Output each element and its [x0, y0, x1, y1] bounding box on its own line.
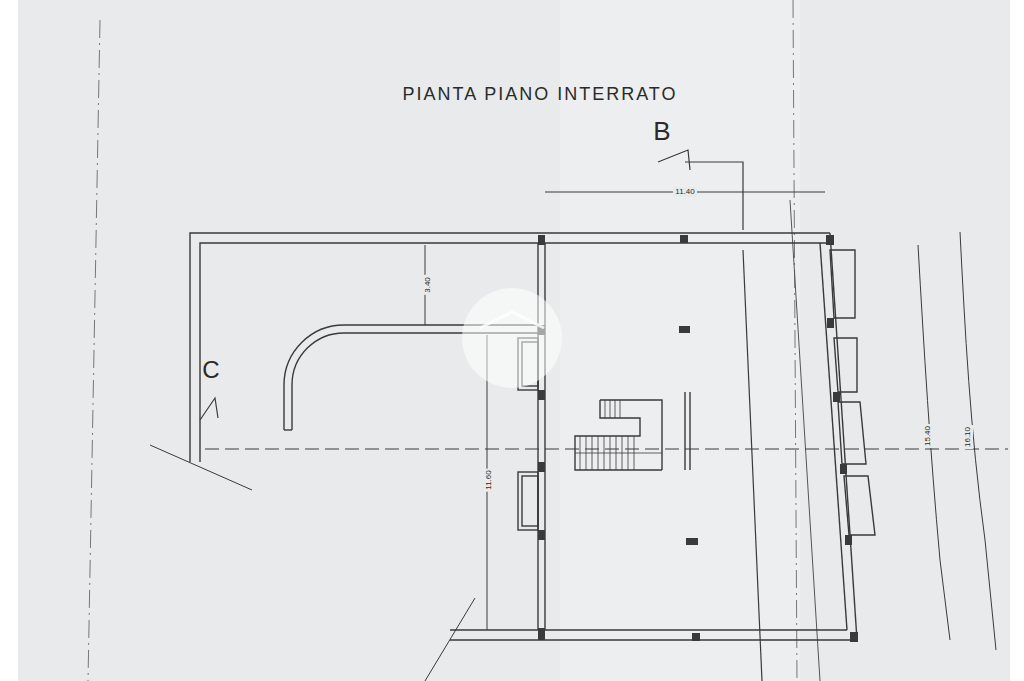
- level-label: 16.10: [963, 425, 973, 449]
- section-letter: C: [202, 358, 219, 382]
- section-marker: [658, 150, 762, 681]
- section-marker: [200, 398, 218, 420]
- paper-sheet: [18, 0, 1010, 681]
- section-letter: B: [653, 118, 670, 144]
- axis-line: [793, 0, 797, 681]
- dimension-label: 3.40: [423, 275, 433, 295]
- stair-treads: [575, 400, 662, 470]
- pillars: [538, 235, 858, 642]
- watermark: [462, 288, 562, 388]
- dimension-label: 11.60: [484, 468, 494, 491]
- walls: [190, 233, 875, 640]
- fold-line: [790, 200, 820, 681]
- section-line: [205, 448, 1008, 449]
- terrain-lines: [150, 232, 996, 681]
- dimension-label: 11.40: [673, 187, 696, 197]
- dimension-lines: [425, 192, 825, 630]
- axis-line: [88, 20, 100, 681]
- watermark-logo: [480, 312, 544, 328]
- level-label: 15.40: [923, 424, 933, 448]
- plan-title: PIANTA PIANO INTERRATO: [402, 85, 677, 103]
